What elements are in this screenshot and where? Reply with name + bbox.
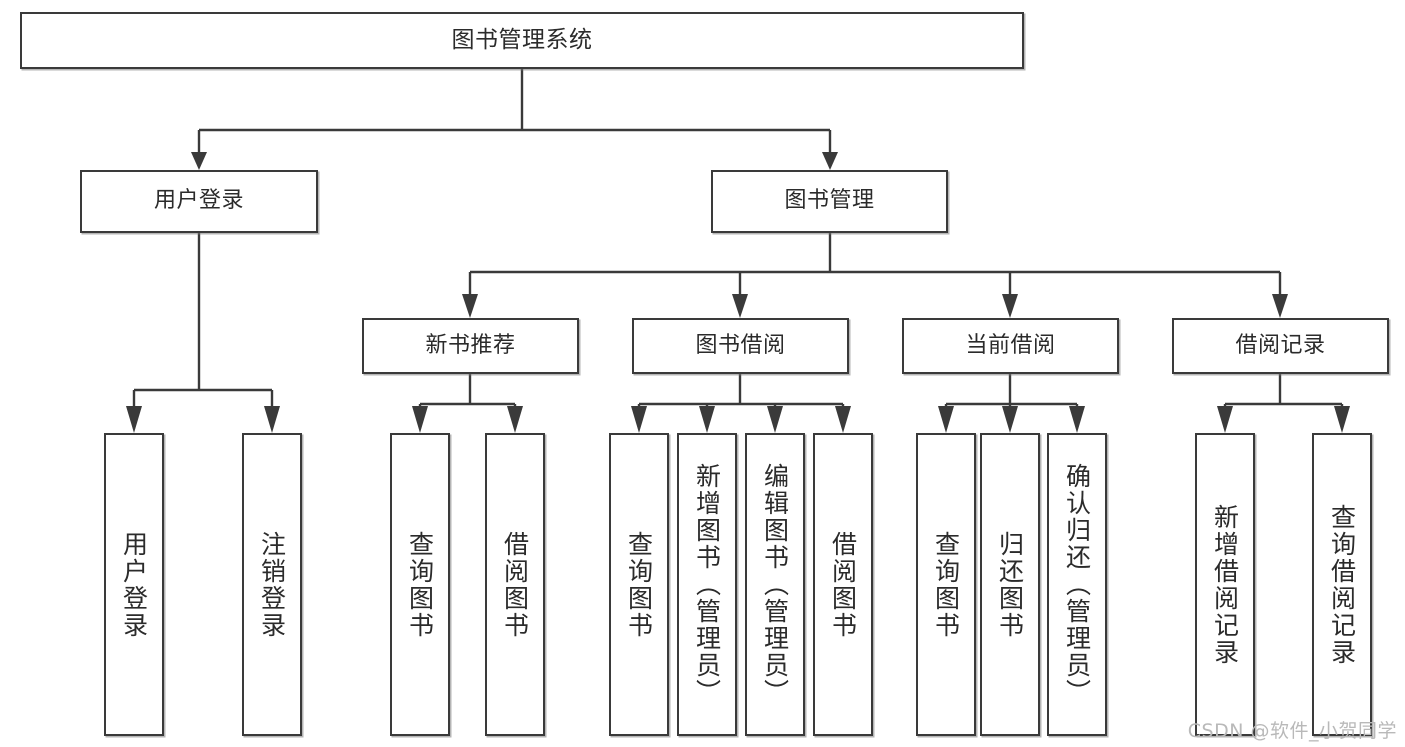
arrowhead-leaf-confirm-return xyxy=(1069,406,1085,433)
node-leaf-borrow-book-1-label: 借阅图书 xyxy=(500,530,530,639)
arrowhead-leaf-return-book xyxy=(1002,406,1018,433)
node-book-manage-label: 图书管理 xyxy=(784,188,875,214)
node-leaf-add-book-label: 新增图书（管理员） xyxy=(692,463,722,706)
node-borrow-record[interactable]: 借阅记录 xyxy=(1172,318,1389,374)
node-user-login-label: 用户登录 xyxy=(153,188,244,214)
node-leaf-borrow-book-1[interactable]: 借阅图书 xyxy=(485,433,545,736)
node-new-book-rec[interactable]: 新书推荐 xyxy=(362,318,579,374)
node-user-login[interactable]: 用户登录 xyxy=(80,170,318,233)
arrowhead-current-borrow xyxy=(1002,294,1018,318)
node-leaf-logout-label: 注销登录 xyxy=(257,530,287,639)
arrowhead-leaf-query-book-3 xyxy=(938,406,954,433)
arrowhead-new-book-rec xyxy=(462,294,478,318)
arrowhead-leaf-add-book xyxy=(699,406,715,433)
node-leaf-confirm-return-label: 确认归还（管理员） xyxy=(1062,463,1092,706)
node-leaf-query-book-3[interactable]: 查询图书 xyxy=(916,433,976,736)
arrowhead-book-manage xyxy=(822,152,838,170)
node-leaf-edit-book[interactable]: 编辑图书（管理员） xyxy=(745,433,805,736)
node-leaf-user-login-label: 用户登录 xyxy=(119,530,149,639)
arrowhead-borrow-record xyxy=(1272,294,1288,318)
arrowhead-leaf-query-book-1 xyxy=(412,406,428,433)
node-leaf-query-book-2-label: 查询图书 xyxy=(624,530,654,639)
arrowhead-user-login xyxy=(191,152,207,170)
arrowhead-leaf-add-record xyxy=(1217,406,1233,433)
node-book-manage[interactable]: 图书管理 xyxy=(711,170,948,233)
arrowhead-leaf-query-record xyxy=(1334,406,1350,433)
node-leaf-edit-book-label: 编辑图书（管理员） xyxy=(760,463,790,706)
node-leaf-user-login[interactable]: 用户登录 xyxy=(104,433,164,736)
arrowhead-leaf-query-book-2 xyxy=(631,406,647,433)
node-book-borrow-label: 图书借阅 xyxy=(695,332,786,358)
node-current-borrow-label: 当前借阅 xyxy=(965,332,1056,358)
node-leaf-query-record[interactable]: 查询借阅记录 xyxy=(1312,433,1372,736)
arrowhead-leaf-borrow-book-2 xyxy=(835,406,851,433)
node-leaf-query-record-label: 查询借阅记录 xyxy=(1327,503,1357,666)
node-leaf-query-book-3-label: 查询图书 xyxy=(931,530,961,639)
csdn-watermark: CSDN @软件_小贺同学 xyxy=(1187,720,1397,742)
node-leaf-borrow-book-2[interactable]: 借阅图书 xyxy=(813,433,873,736)
node-leaf-add-record[interactable]: 新增借阅记录 xyxy=(1195,433,1255,736)
node-leaf-query-book-1[interactable]: 查询图书 xyxy=(390,433,450,736)
node-current-borrow[interactable]: 当前借阅 xyxy=(902,318,1119,374)
node-leaf-return-book[interactable]: 归还图书 xyxy=(980,433,1040,736)
node-book-borrow[interactable]: 图书借阅 xyxy=(632,318,849,374)
arrowhead-book-borrow xyxy=(732,294,748,318)
arrowhead-leaf-borrow-book-1 xyxy=(507,406,523,433)
arrowhead-leaf-logout xyxy=(264,406,280,433)
node-leaf-add-book[interactable]: 新增图书（管理员） xyxy=(677,433,737,736)
node-borrow-record-label: 借阅记录 xyxy=(1235,332,1326,358)
node-leaf-query-book-1-label: 查询图书 xyxy=(405,530,435,639)
node-leaf-return-book-label: 归还图书 xyxy=(995,530,1025,639)
node-leaf-logout[interactable]: 注销登录 xyxy=(242,433,302,736)
node-leaf-add-record-label: 新增借阅记录 xyxy=(1210,503,1240,666)
node-root-label: 图书管理系统 xyxy=(451,26,593,53)
node-leaf-borrow-book-2-label: 借阅图书 xyxy=(828,530,858,639)
node-new-book-rec-label: 新书推荐 xyxy=(425,332,516,358)
arrowhead-leaf-edit-book xyxy=(767,406,783,433)
node-root[interactable]: 图书管理系统 xyxy=(20,12,1024,69)
node-leaf-confirm-return[interactable]: 确认归还（管理员） xyxy=(1047,433,1107,736)
arrowhead-leaf-user-login xyxy=(126,406,142,433)
node-leaf-query-book-2[interactable]: 查询图书 xyxy=(609,433,669,736)
